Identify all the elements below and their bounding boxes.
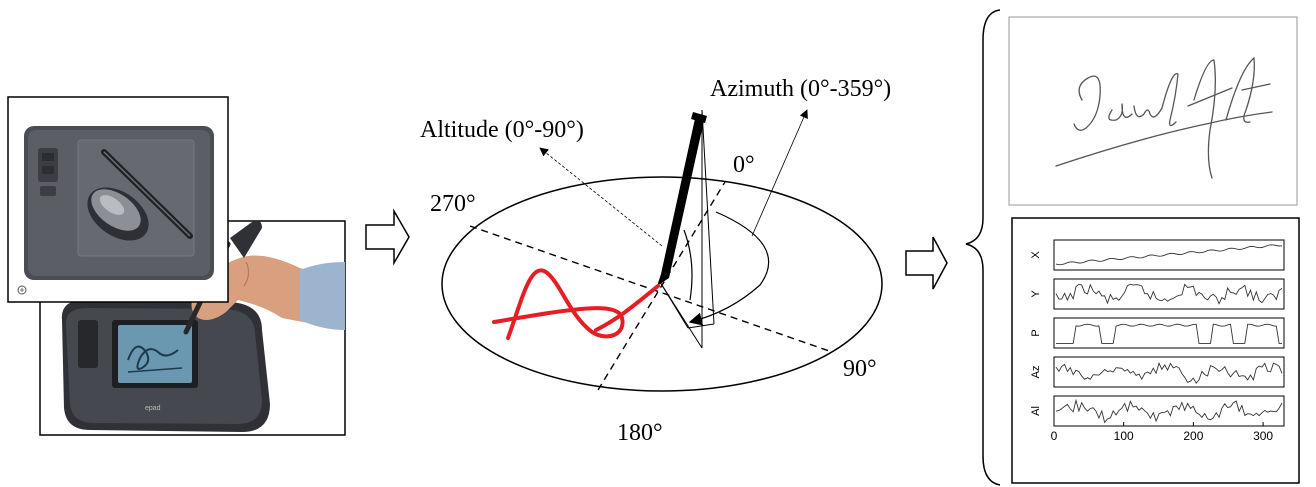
channel-label-x: X bbox=[1030, 251, 1042, 259]
signature-image bbox=[1008, 16, 1298, 206]
altitude-label: Altitude (0°-90°) bbox=[420, 117, 584, 143]
writing-plane-ellipse bbox=[441, 176, 883, 392]
x-tick-label: 0 bbox=[1051, 429, 1058, 443]
arrow-right-icon bbox=[905, 236, 948, 290]
x-tick-label: 200 bbox=[1183, 429, 1203, 443]
signal-trace-az bbox=[1055, 361, 1283, 384]
signal-trace-y bbox=[1055, 283, 1283, 305]
pen-icon bbox=[657, 112, 707, 286]
tablet-photo bbox=[7, 96, 229, 303]
signal-box-y bbox=[1053, 278, 1285, 310]
orientation-diagram: Azimuth (0°-359°) Altitude (0°-90°) 0° 2… bbox=[420, 76, 891, 446]
angle-0-label: 0° bbox=[733, 152, 755, 178]
signal-box-al bbox=[1053, 395, 1285, 427]
angle-90-label: 90° bbox=[843, 356, 877, 382]
devices-photo-group: epad bbox=[7, 96, 346, 436]
arrow-right-icon bbox=[365, 208, 410, 266]
signal-box-x bbox=[1053, 239, 1285, 271]
pen-icon bbox=[101, 149, 193, 239]
signature-pad-icon: epad bbox=[61, 300, 270, 432]
axis-270-90 bbox=[469, 225, 833, 353]
zoom-icon bbox=[17, 285, 27, 295]
x-tick-label: 100 bbox=[1114, 429, 1134, 443]
angle-180-label: 180° bbox=[617, 420, 663, 446]
brace-icon bbox=[965, 9, 1001, 486]
signal-box-az bbox=[1053, 356, 1285, 388]
signature-stroke bbox=[1055, 57, 1273, 179]
channel-label-y: Y bbox=[1030, 290, 1042, 298]
axis-180-0 bbox=[597, 181, 726, 391]
altitude-arrow bbox=[539, 147, 663, 247]
mouse-icon bbox=[87, 187, 149, 241]
signal-box-p bbox=[1053, 317, 1285, 349]
azimuth-arrow bbox=[751, 109, 808, 237]
x-tick-label: 300 bbox=[1253, 429, 1273, 443]
altitude-arc bbox=[683, 229, 693, 301]
svg-text:epad: epad bbox=[145, 405, 161, 412]
signal-trace-al bbox=[1055, 398, 1283, 424]
channel-label-p: P bbox=[1030, 329, 1042, 336]
signal-trace-p bbox=[1056, 323, 1282, 344]
channel-label-al: Al bbox=[1030, 406, 1042, 416]
hand-with-pen bbox=[183, 220, 345, 335]
azimuth-label: Azimuth (0°-359°) bbox=[710, 76, 891, 102]
angle-270-label: 270° bbox=[430, 191, 476, 217]
channel-label-az: Az bbox=[1030, 366, 1042, 379]
pen-trajectory bbox=[492, 268, 660, 340]
signal-trace-x bbox=[1055, 244, 1283, 266]
azimuth-arc bbox=[688, 211, 770, 326]
